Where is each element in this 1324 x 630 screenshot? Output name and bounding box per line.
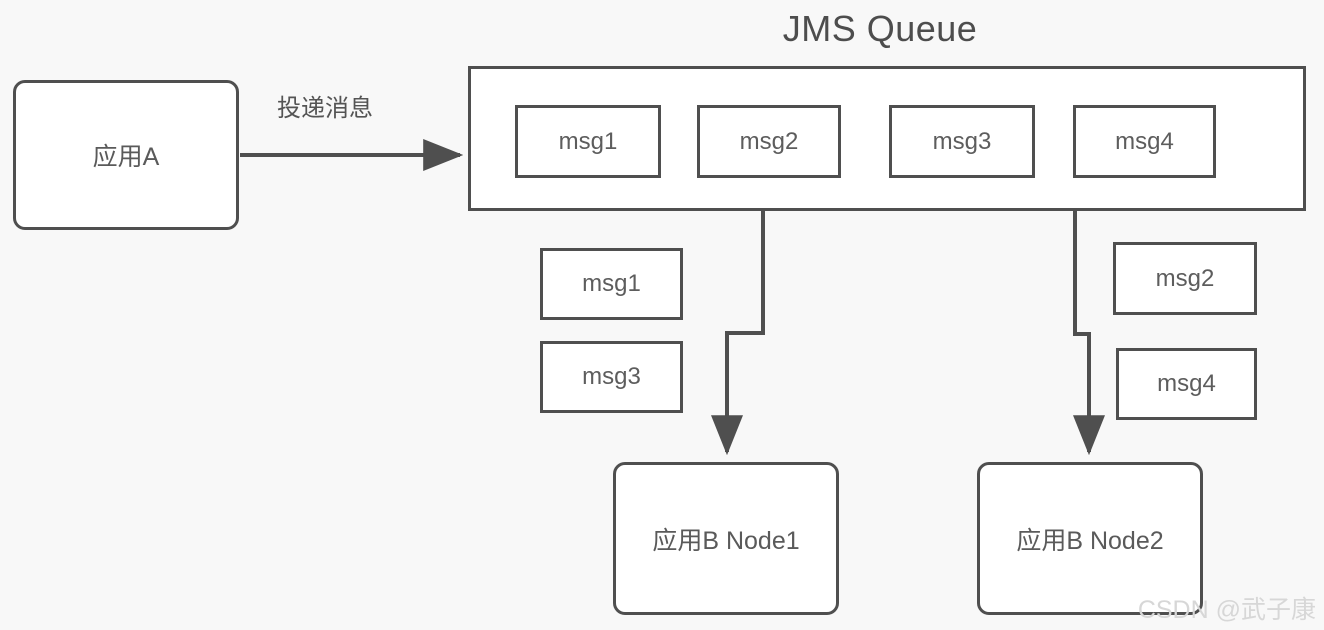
arrow-queue-to-node1 [711, 210, 765, 456]
queue-message-3[interactable]: msg3 [889, 105, 1035, 178]
node1-received-message-1[interactable]: msg1 [540, 248, 683, 320]
queue-message-2-label: msg2 [739, 127, 799, 155]
jms-queue-container: msg1 msg2 msg3 msg4 [468, 66, 1306, 211]
node1-received-message-2-label: msg3 [582, 363, 641, 390]
producer-node-app-a[interactable]: 应用A [13, 80, 239, 230]
arrow-queue-to-node2 [1073, 210, 1105, 456]
page-title: JMS Queue [782, 8, 978, 49]
node2-received-message-2[interactable]: msg4 [1116, 348, 1257, 420]
queue-message-1[interactable]: msg1 [515, 105, 661, 178]
producer-node-label: 应用A [92, 143, 160, 171]
queue-message-3-label: msg3 [932, 127, 992, 155]
queue-message-4-label: msg4 [1115, 127, 1174, 155]
edge-label-publish: 投递消息 [277, 95, 373, 122]
queue-message-4[interactable]: msg4 [1073, 105, 1216, 178]
node2-received-message-2-label: msg4 [1157, 370, 1216, 397]
queue-message-2[interactable]: msg2 [697, 105, 841, 178]
node1-received-message-1-label: msg1 [582, 270, 641, 297]
consumer-node-b-node2[interactable]: 应用B Node2 [977, 462, 1203, 615]
node2-received-message-1-label: msg2 [1155, 264, 1215, 292]
consumer-node-b-node2-label: 应用B Node2 [1016, 526, 1164, 555]
queue-message-1-label: msg1 [558, 127, 618, 155]
consumer-node-b-node1[interactable]: 应用B Node1 [613, 462, 839, 615]
node2-received-message-1[interactable]: msg2 [1113, 242, 1257, 315]
consumer-node-b-node1-label: 应用B Node1 [652, 526, 800, 555]
node1-received-message-2[interactable]: msg3 [540, 341, 683, 413]
